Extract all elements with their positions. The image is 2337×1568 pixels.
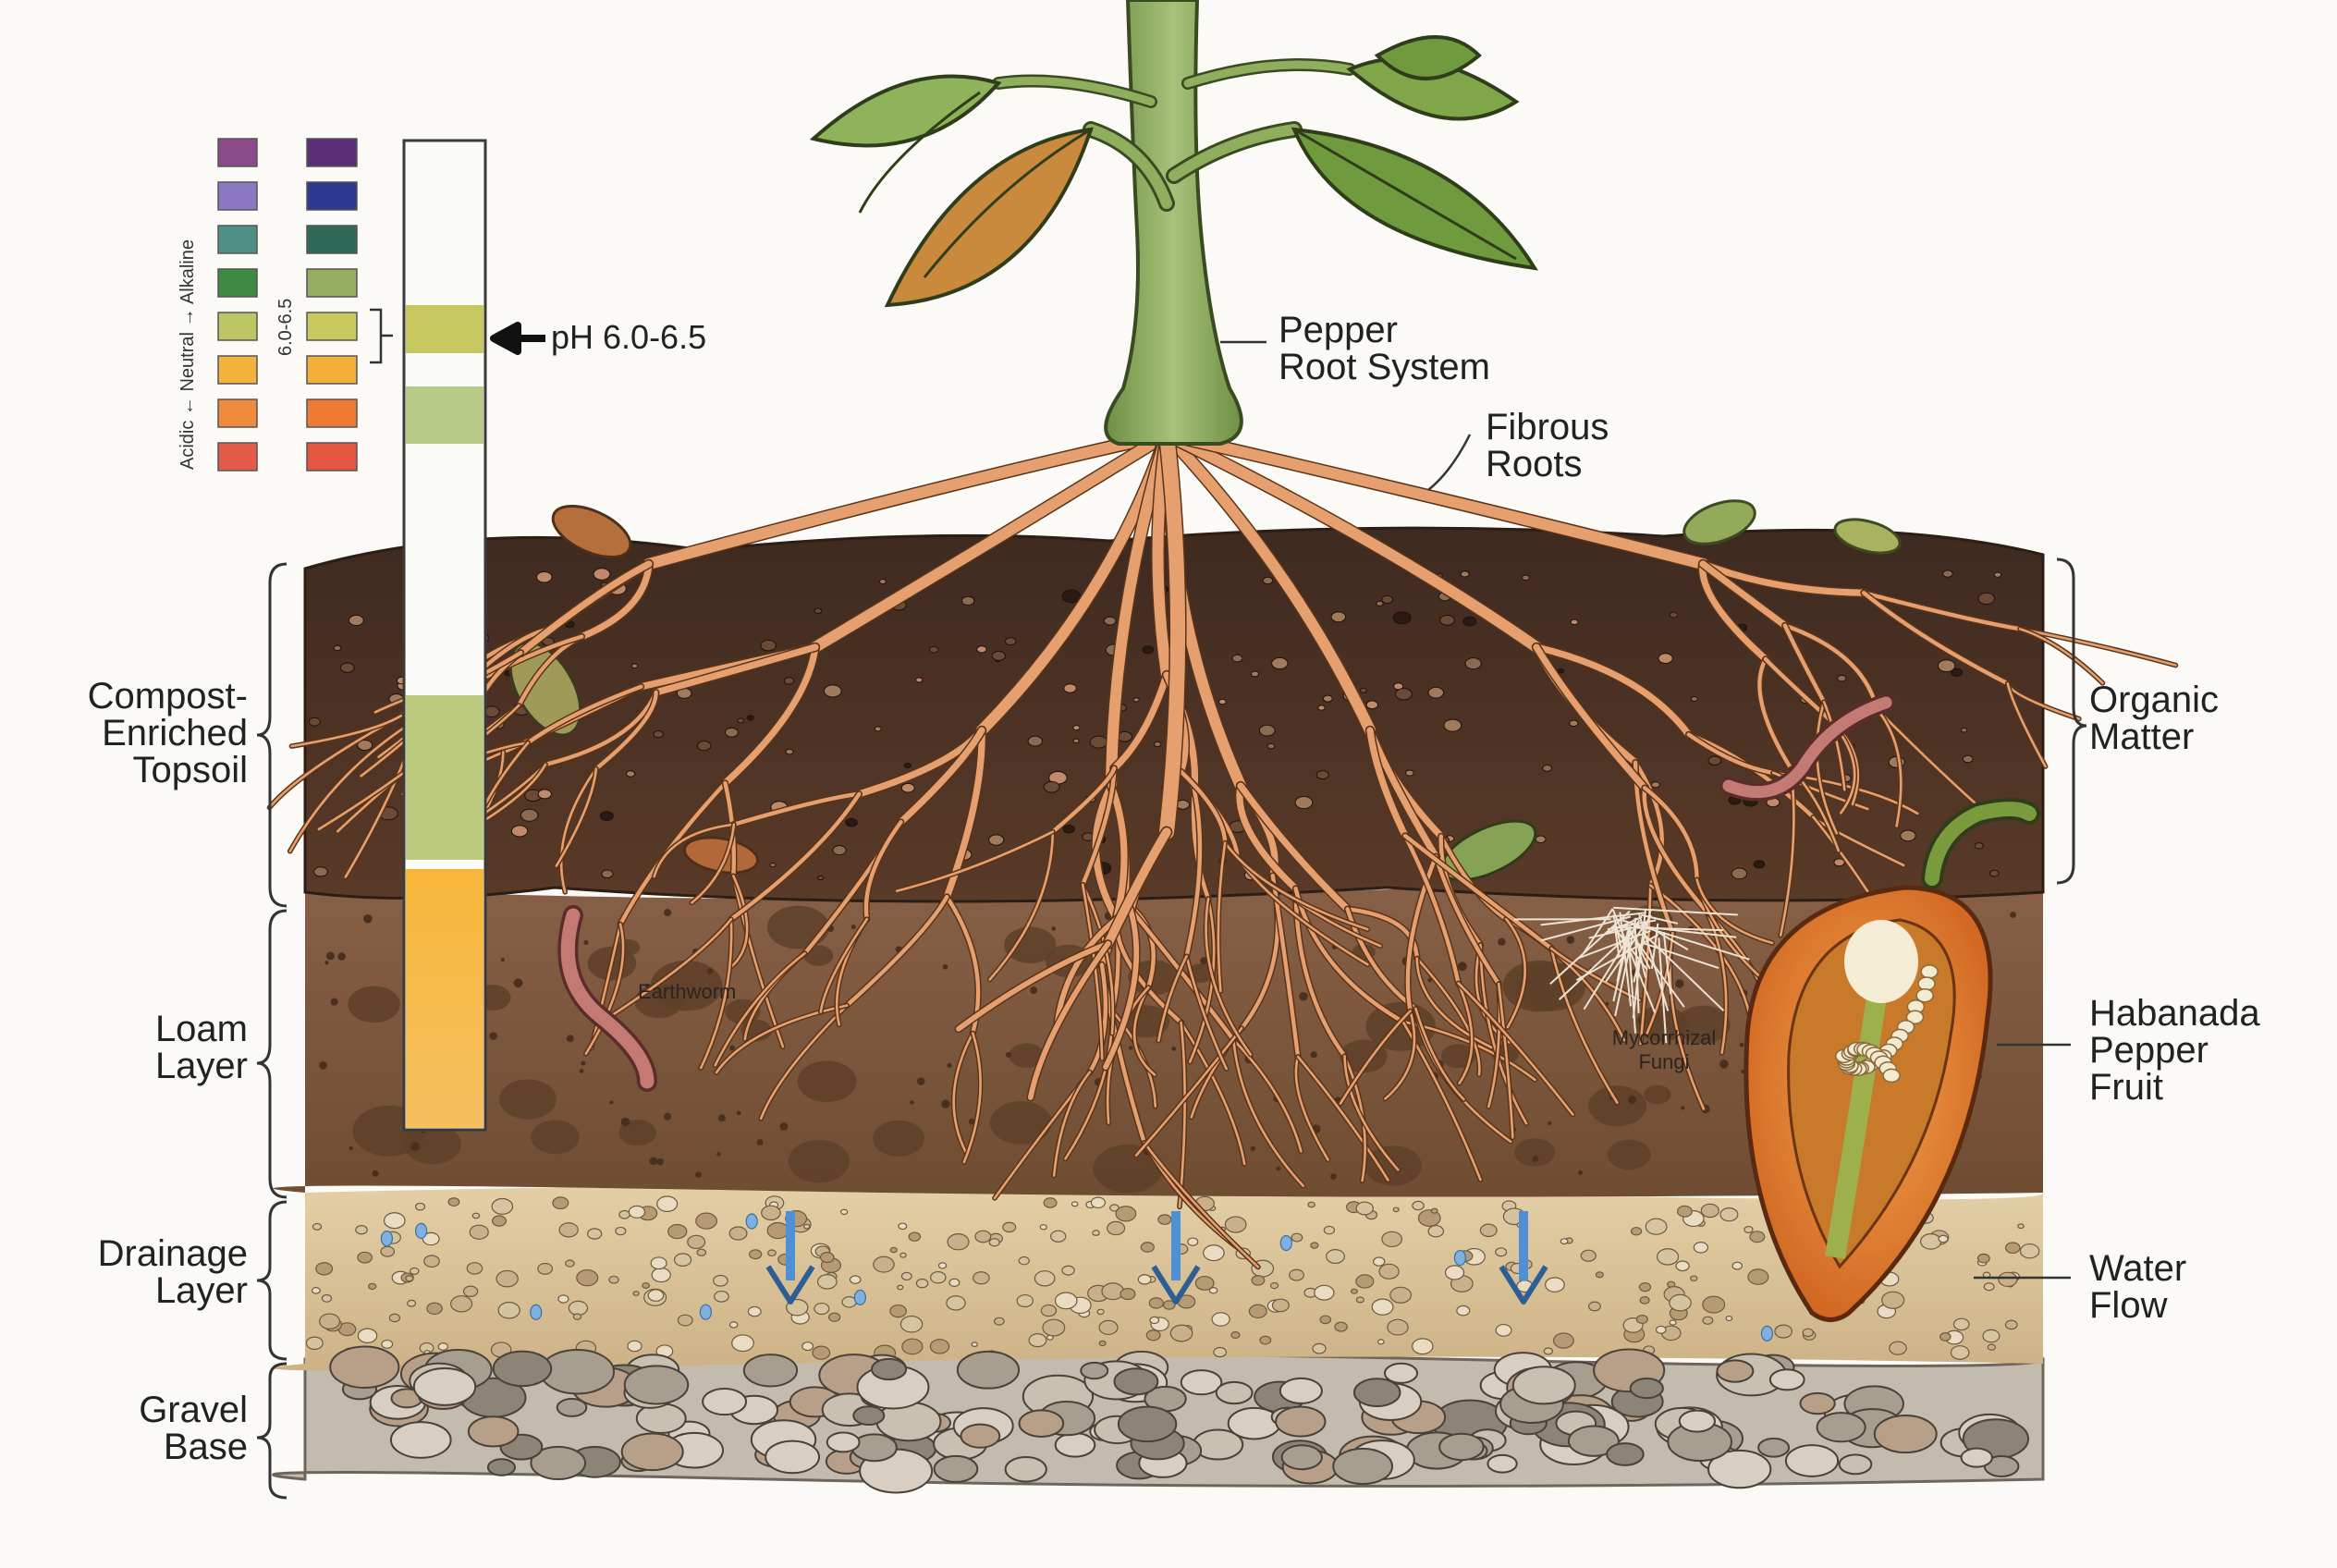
topsoil-line-3: Topsoil bbox=[132, 750, 248, 790]
label-water-flow: Water Flow bbox=[2089, 1250, 2186, 1324]
organic-line-1: Organic bbox=[2089, 680, 2220, 720]
water-line-1: Water bbox=[2089, 1248, 2187, 1289]
swatch-left-6 bbox=[217, 398, 258, 428]
loam-line-1: Loam bbox=[154, 1009, 248, 1049]
drainage-line-2: Layer bbox=[154, 1270, 248, 1311]
root-system-line-2: Root System bbox=[1279, 347, 1490, 387]
earthworm-loam bbox=[557, 905, 657, 1092]
loam-line-2: Layer bbox=[154, 1046, 248, 1086]
drainage-line-1: Drainage bbox=[97, 1233, 248, 1274]
label-compost-topsoil: Compost- Enriched Topsoil bbox=[55, 678, 248, 789]
swatch-left-3 bbox=[217, 268, 258, 298]
fruit-line-3: Fruit bbox=[2089, 1067, 2163, 1108]
swatch-right-5 bbox=[306, 355, 358, 385]
ph-indicator-arrow bbox=[490, 322, 545, 355]
swatch-right-4 bbox=[306, 312, 358, 341]
ph-color-swatches-left bbox=[217, 138, 258, 472]
water-line-2: Flow bbox=[2089, 1285, 2168, 1326]
gravel-line-1: Gravel bbox=[139, 1390, 248, 1430]
label-fibrous-roots: Fibrous Roots bbox=[1486, 409, 1609, 483]
swatch-left-4 bbox=[217, 312, 258, 341]
drainage-pebbles bbox=[305, 1195, 2040, 1362]
gravel-stones bbox=[329, 1345, 2030, 1494]
label-drainage-layer: Drainage Layer bbox=[55, 1235, 248, 1309]
mycorrhizal-fungi-strands bbox=[1513, 906, 1750, 1044]
surface-leaves bbox=[508, 499, 1902, 882]
label-earthworm: Earthworm bbox=[638, 980, 737, 1003]
topsoil-line-1: Compost- bbox=[87, 676, 248, 717]
fruit-line-1: Habanada bbox=[2089, 993, 2260, 1034]
pepper-leaves bbox=[809, 35, 1538, 308]
label-pepper-root-system: Pepper Root System bbox=[1279, 312, 1490, 386]
swatch-right-2 bbox=[306, 225, 358, 254]
fungi-line-1: Mycorrhizal bbox=[1611, 1026, 1717, 1049]
swatch-right-6 bbox=[306, 398, 358, 428]
fibrous-line-2: Roots bbox=[1486, 444, 1583, 484]
swatch-left-0 bbox=[217, 138, 258, 167]
ph-indicator-label: pH 6.0-6.5 bbox=[551, 318, 707, 356]
swatch-left-5 bbox=[217, 355, 258, 385]
ph-strip bbox=[402, 139, 487, 1132]
label-organic-matter: Organic Matter bbox=[2089, 681, 2219, 755]
label-loam-layer: Loam Layer bbox=[55, 1011, 248, 1084]
topsoil-line-2: Enriched bbox=[102, 713, 248, 753]
label-habanada-pepper-fruit: Habanada Pepper Fruit bbox=[2089, 995, 2260, 1106]
fibrous-line-1: Fibrous bbox=[1486, 407, 1609, 447]
gravel-line-2: Base bbox=[163, 1427, 248, 1467]
ph-range-bracket bbox=[370, 308, 393, 364]
fruit-line-2: Pepper bbox=[2089, 1030, 2209, 1071]
swatch-right-3 bbox=[306, 268, 358, 298]
fungi-line-2: Fungi bbox=[1638, 1050, 1690, 1073]
water-flow-arrows bbox=[765, 1211, 1548, 1305]
root-system-line-1: Pepper bbox=[1279, 310, 1398, 350]
earthworm-topsoil bbox=[1719, 693, 1895, 802]
swatch-right-7 bbox=[306, 442, 358, 472]
habanada-pepper-fruit bbox=[1744, 798, 2040, 1322]
organic-line-2: Matter bbox=[2089, 717, 2195, 757]
pepper-stem bbox=[1104, 0, 1243, 446]
pepper-roots bbox=[266, 425, 2179, 1270]
leader-lines bbox=[1220, 340, 2071, 1280]
swatch-right-0 bbox=[306, 138, 358, 167]
swatch-left-1 bbox=[217, 181, 258, 211]
swatch-left-7 bbox=[217, 442, 258, 472]
label-mycorrhizal-fungi: Mycorrhizal Fungi bbox=[1576, 1026, 1752, 1074]
swatch-right-1 bbox=[306, 181, 358, 211]
swatch-left-2 bbox=[217, 225, 258, 254]
ph-range-vertical-label: 6.0-6.5 bbox=[275, 298, 296, 356]
ph-color-swatches-right bbox=[306, 138, 358, 472]
label-gravel-base: Gravel Base bbox=[55, 1391, 248, 1465]
layer-braces bbox=[256, 557, 2087, 1500]
ph-scale-title: Acidic ← Neutral → Alkaline bbox=[177, 239, 198, 470]
